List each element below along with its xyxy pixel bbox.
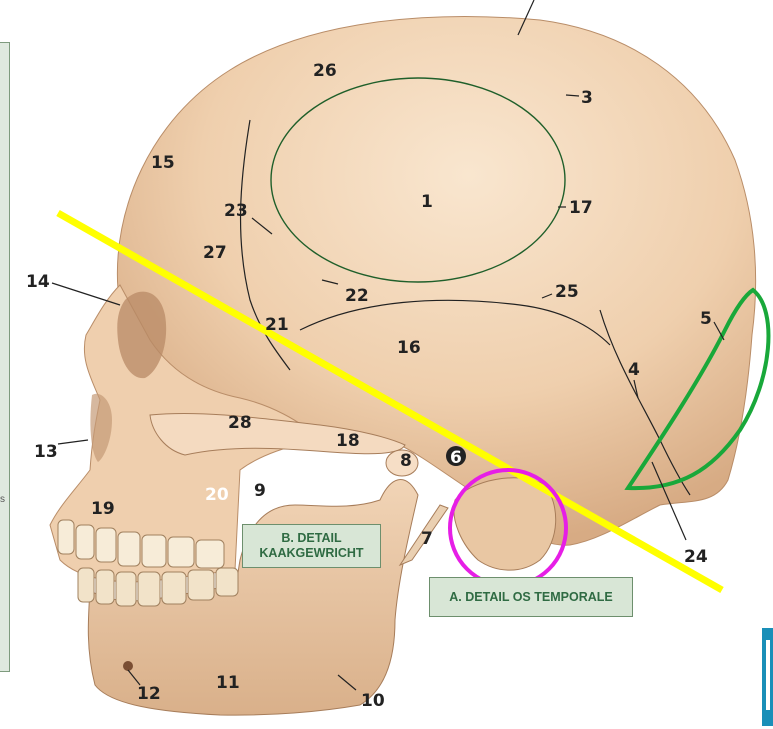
styloid-process bbox=[398, 504, 449, 567]
label-15: 15 bbox=[151, 153, 175, 173]
lambdoid-suture bbox=[599, 309, 691, 496]
detail-box-b-line1: B. DETAIL bbox=[281, 531, 342, 545]
leader-4 bbox=[633, 379, 639, 399]
coronal-suture bbox=[239, 119, 291, 371]
label-23: 23 bbox=[224, 201, 248, 221]
label-19: 19 bbox=[91, 499, 115, 519]
label-13: 13 bbox=[34, 442, 58, 462]
label-3: 3 bbox=[581, 88, 593, 108]
label-4: 4 bbox=[628, 360, 640, 380]
mastoid-process bbox=[453, 477, 557, 571]
label-22: 22 bbox=[345, 286, 369, 306]
detail-box-a-text: A. DETAIL OS TEMPORALE bbox=[449, 590, 613, 604]
side-panel-letter: s bbox=[0, 494, 5, 505]
occipital-outline bbox=[624, 287, 771, 491]
detail-box-kaakgewricht: B. DETAIL KAAKGEWRICHT bbox=[242, 524, 381, 568]
left-side-panel bbox=[0, 42, 10, 672]
lower-teeth bbox=[77, 567, 239, 607]
nasal-cavity bbox=[90, 393, 112, 462]
leader-24 bbox=[651, 461, 687, 541]
label-21: 21 bbox=[265, 315, 289, 335]
leader-22 bbox=[321, 279, 339, 285]
parietal-oval-outline bbox=[270, 77, 566, 283]
zygomatic-arch bbox=[149, 412, 406, 456]
label-28: 28 bbox=[228, 413, 252, 433]
label-12: 12 bbox=[137, 684, 161, 704]
label-14: 14 bbox=[26, 272, 50, 292]
detail-box-os-temporale: A. DETAIL OS TEMPORALE bbox=[429, 577, 633, 617]
label-20: 20 bbox=[205, 485, 229, 505]
label-6-badge bbox=[446, 446, 466, 466]
orbit-cavity bbox=[117, 291, 167, 379]
leader-3 bbox=[565, 94, 580, 97]
label-17: 17 bbox=[569, 198, 593, 218]
leader-5 bbox=[713, 321, 725, 341]
label-11: 11 bbox=[216, 673, 240, 693]
label-24: 24 bbox=[684, 547, 708, 567]
label-1: 1 bbox=[421, 192, 433, 212]
label-16: 16 bbox=[397, 338, 421, 358]
label-6: 6 bbox=[450, 448, 462, 468]
upper-teeth bbox=[57, 519, 225, 569]
label-9: 9 bbox=[254, 481, 266, 501]
detail-box-b-line2: KAAKGEWRICHT bbox=[259, 546, 364, 560]
mental-foramen bbox=[123, 661, 133, 671]
label-8: 8 bbox=[400, 451, 412, 471]
label-10: 10 bbox=[361, 691, 385, 711]
leader-25 bbox=[541, 293, 553, 299]
yellow-highlight-line bbox=[56, 209, 724, 594]
leader-top bbox=[517, 0, 535, 36]
label-18: 18 bbox=[336, 431, 360, 451]
leader-10 bbox=[337, 674, 357, 691]
mandibular-condyle bbox=[385, 449, 419, 477]
leader-23 bbox=[251, 217, 273, 235]
label-27: 27 bbox=[203, 243, 227, 263]
right-edge-bar-highlight bbox=[766, 640, 770, 710]
squamous-suture bbox=[299, 299, 611, 346]
label-5: 5 bbox=[700, 309, 712, 329]
label-26: 26 bbox=[313, 61, 337, 81]
label-7: 7 bbox=[421, 529, 433, 549]
leader-13 bbox=[57, 439, 89, 445]
label-25: 25 bbox=[555, 282, 579, 302]
mandibular-notch bbox=[330, 465, 388, 502]
leader-12 bbox=[127, 669, 141, 686]
leader-14 bbox=[51, 282, 121, 306]
